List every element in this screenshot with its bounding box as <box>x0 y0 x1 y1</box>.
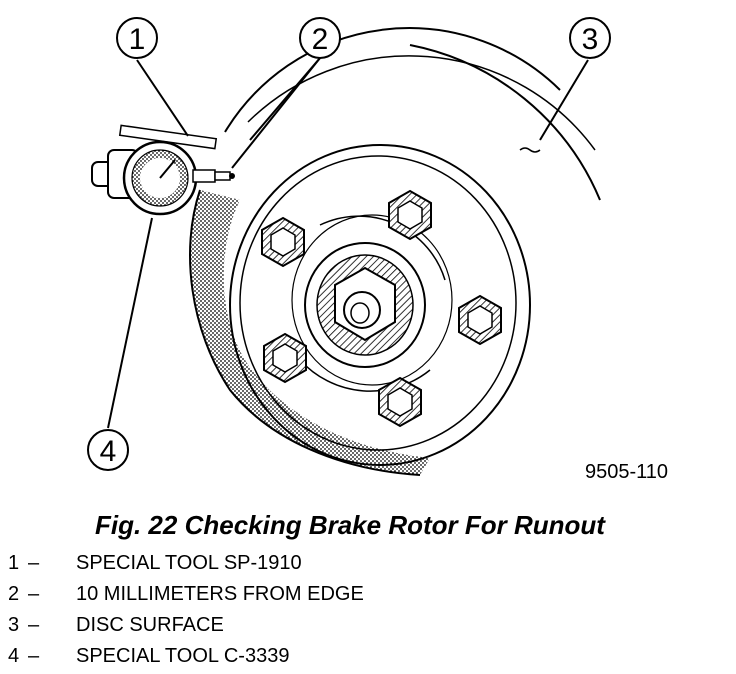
legend-item: 4– SPECIAL TOOL C-3339 <box>8 641 364 672</box>
lug-nut <box>388 189 432 241</box>
brake-rotor <box>189 27 601 476</box>
callout-1: 1 <box>116 17 158 59</box>
legend-number: 2 <box>8 583 20 605</box>
callout-2: 2 <box>299 17 341 59</box>
callout-4-label: 4 <box>100 435 117 468</box>
callout-4: 4 <box>87 429 129 471</box>
legend-text: SPECIAL TOOL SP-1910 <box>76 552 302 574</box>
hub-center <box>304 242 426 368</box>
legend-text: DISC SURFACE <box>76 614 224 636</box>
legend-dash: – <box>28 583 40 605</box>
callout-3: 3 <box>569 17 611 59</box>
lug-nut <box>261 216 305 268</box>
figure-caption: Fig. 22 Checking Brake Rotor For Runout <box>95 510 605 540</box>
figure-id-code: 9505-110 <box>585 461 668 483</box>
legend-dash: – <box>28 645 40 667</box>
callout-1-label: 1 <box>129 23 146 56</box>
legend-number: 3 <box>8 614 20 636</box>
lug-nut <box>263 332 307 384</box>
legend-item: 3– DISC SURFACE <box>8 610 364 641</box>
legend-dash: – <box>28 614 40 636</box>
legend-list: 1–SPECIAL TOOL SP-1910 2–10 MILLIMETERS … <box>8 548 364 672</box>
legend-number: 1 <box>8 552 20 574</box>
legend-item: 2– 10 MILLIMETERS FROM EDGE <box>8 579 364 610</box>
disc-surface-shading <box>190 190 430 475</box>
callout-3-label: 3 <box>582 23 599 56</box>
lug-nut <box>458 294 502 346</box>
leader-lines <box>107 57 589 429</box>
rotor-runout-illustration: 1 2 3 4 9505-110 <box>87 17 668 483</box>
legend-item: 1– SPECIAL TOOL SP-1910 <box>8 548 364 579</box>
lug-nuts <box>261 189 502 428</box>
legend-text: 10 MILLIMETERS FROM EDGE <box>76 583 364 605</box>
legend-number: 4 <box>8 645 20 667</box>
callout-2-label: 2 <box>312 23 329 56</box>
lug-nut <box>378 376 422 428</box>
dial-indicator <box>91 124 235 216</box>
legend-text: SPECIAL TOOL C-3339 <box>76 645 290 667</box>
legend-dash: – <box>28 552 40 574</box>
